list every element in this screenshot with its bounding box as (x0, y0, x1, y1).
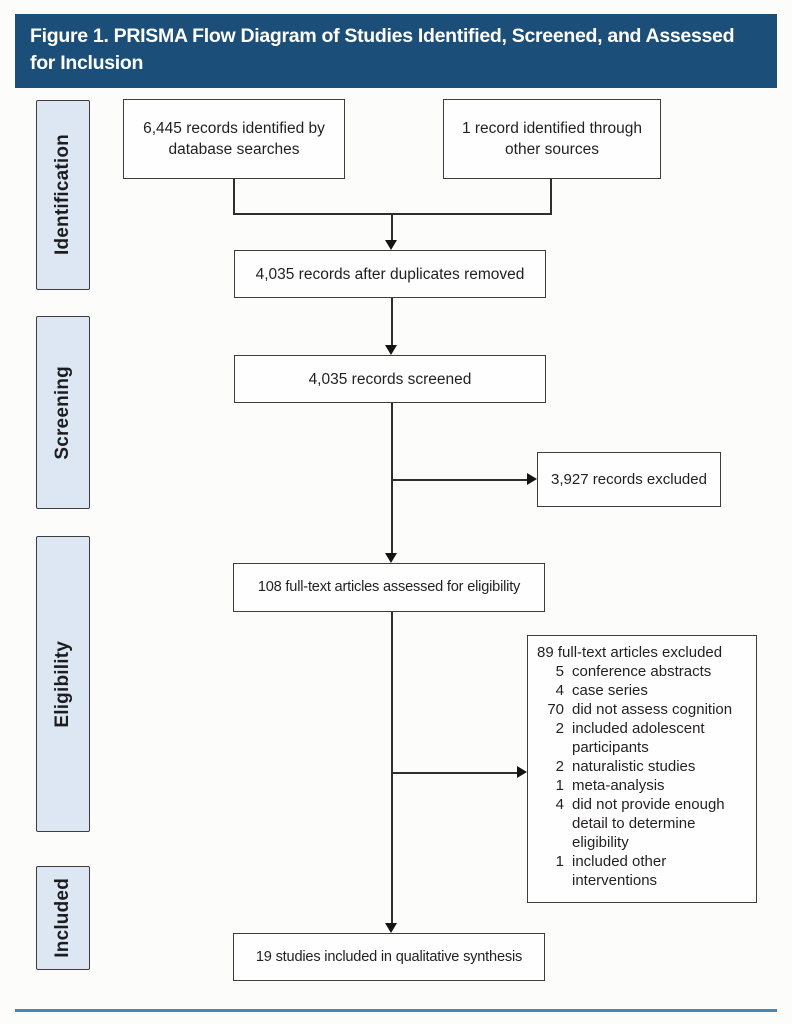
box-records-excluded-text: 3,927 records excluded (551, 471, 707, 488)
figure-title-line1: Figure 1. PRISMA Flow Diagram of Studies… (30, 25, 735, 47)
stage-screening: Screening (36, 316, 90, 509)
excluded-item-count: 5 (555, 663, 564, 680)
excluded-item-count: 2 (555, 758, 564, 775)
stage-screening-label: Screening (52, 365, 73, 460)
connector-to-included (391, 612, 393, 923)
bottom-rule-divider (15, 1009, 777, 1012)
stage-eligibility-label: Eligibility (52, 640, 73, 728)
box-records-database-text: 6,445 records identified by database sea… (143, 120, 325, 158)
box-fulltext-assessed: 108 full-text articles assessed for elig… (233, 563, 545, 612)
box-fulltext-excluded: 89 full-text articles excluded 5 confere… (527, 635, 757, 903)
arrowhead-to-included-icon (385, 923, 397, 933)
box-records-screened-text: 4,035 records screened (308, 370, 472, 388)
excluded-item-label: included adolescent participants (572, 720, 705, 756)
figure-title-line2: for Inclusion (30, 52, 144, 74)
box-records-other-sources: 1 record identified through other source… (443, 99, 661, 179)
excluded-item-label: meta-analysis (572, 777, 665, 794)
arrowhead-to-duplicates-icon (385, 240, 397, 250)
connector-branch-records-excluded (392, 479, 527, 481)
box-included-synthesis: 19 studies included in qualitative synth… (233, 933, 545, 981)
arrowhead-fulltext-excluded-icon (517, 766, 527, 778)
excluded-item-label: did not assess cognition (572, 701, 733, 718)
box-records-database: 6,445 records identified by database sea… (123, 99, 345, 179)
connector-branch-fulltext-excluded (392, 772, 517, 774)
excluded-item-count: 2 (555, 720, 564, 737)
box-fulltext-assessed-text: 108 full-text articles assessed for elig… (257, 579, 521, 595)
excluded-item-count: 1 (555, 853, 564, 870)
excluded-item-count: 1 (555, 777, 564, 794)
arrowhead-to-fulltext-icon (385, 553, 397, 563)
connector-to-fulltext (391, 403, 393, 553)
connector-other-drop (550, 179, 552, 215)
fulltext-excluded-header: 89 full-text articles excluded (537, 644, 723, 661)
arrowhead-records-excluded-icon (527, 473, 537, 485)
connector-db-drop (233, 179, 235, 215)
stage-identification-label: Identification (52, 134, 73, 256)
connector-merge-horizontal (233, 213, 552, 215)
excluded-item-label: did not provide enough detail to determi… (572, 796, 725, 851)
box-records-screened: 4,035 records screened (234, 355, 546, 403)
stage-included: Included (36, 866, 90, 970)
connector-to-screened (391, 298, 393, 345)
box-after-duplicates-text: 4,035 records after duplicates removed (255, 265, 525, 283)
stage-identification: Identification (36, 100, 90, 290)
figure-title-bar: Figure 1. PRISMA Flow Diagram of Studies… (15, 14, 777, 88)
excluded-item-label: included other interventions (572, 853, 667, 889)
excluded-item-label: naturalistic studies (572, 758, 696, 775)
fulltext-excluded-list: 5 conference abstracts 4 case series 70 … (540, 662, 750, 890)
box-after-duplicates: 4,035 records after duplicates removed (234, 250, 546, 298)
excluded-item-count: 70 (547, 701, 564, 718)
box-records-other-sources-text: 1 record identified through other source… (461, 120, 643, 158)
stage-eligibility: Eligibility (36, 536, 90, 832)
excluded-item-label: case series (572, 682, 648, 699)
excluded-item-count: 4 (555, 682, 564, 699)
connector-to-duplicates (391, 215, 393, 241)
arrowhead-to-screened-icon (385, 345, 397, 355)
excluded-item-count: 4 (555, 796, 564, 813)
box-records-excluded: 3,927 records excluded (537, 452, 721, 507)
box-included-synthesis-text: 19 studies included in qualitative synth… (255, 948, 523, 965)
excluded-item-label: conference abstracts (572, 663, 712, 680)
stage-included-label: Included (52, 878, 73, 958)
